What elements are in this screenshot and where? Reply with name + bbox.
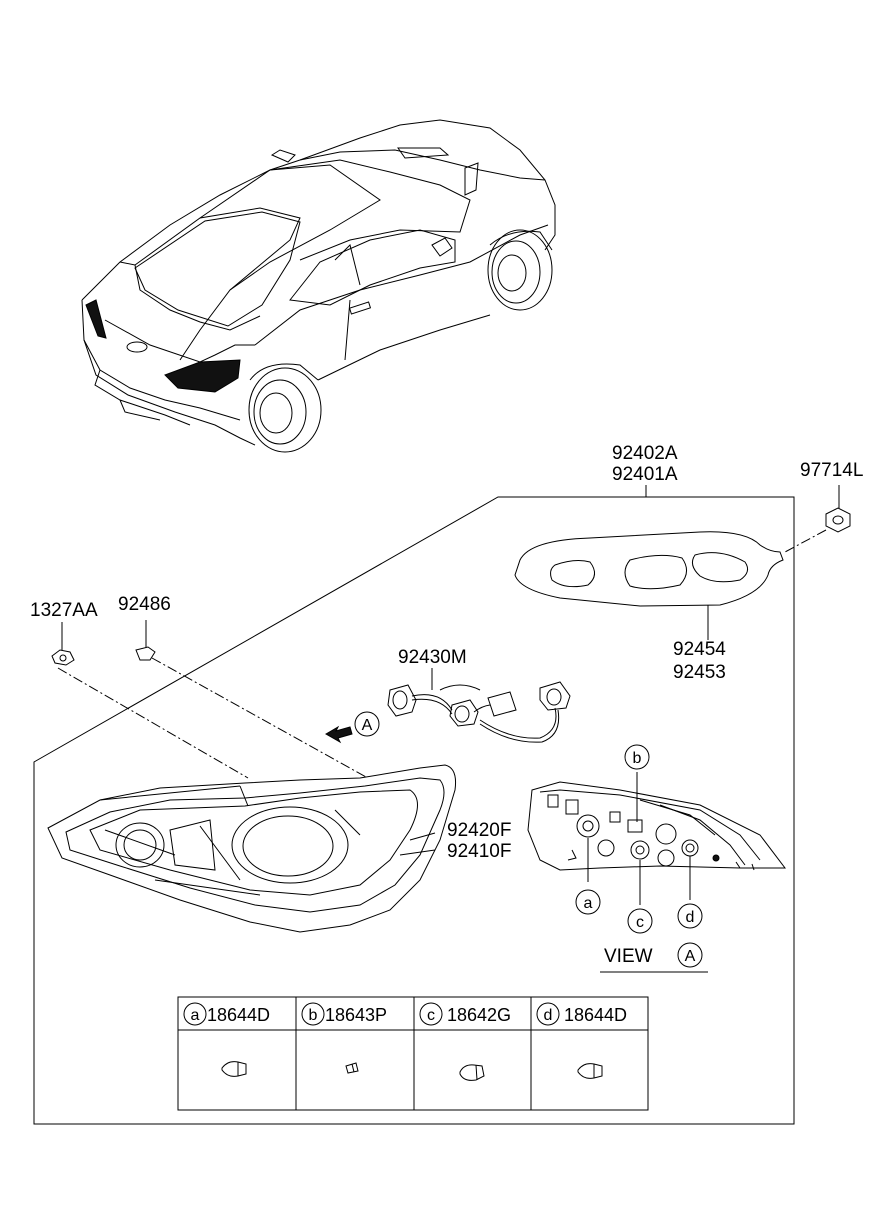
wiring-harness-part	[387, 668, 571, 743]
view-a-illustration	[527, 772, 787, 905]
bulb-d-icon	[577, 1063, 603, 1079]
label-housing-2: 92401A	[612, 464, 678, 485]
nut-part	[784, 485, 851, 553]
bulb-table-cell-c: c 18642G	[419, 1002, 511, 1081]
label-housing-1: 92402A	[612, 443, 678, 464]
car-illustration	[81, 119, 556, 453]
bulb-callouts: b a c d	[575, 744, 703, 934]
view-word: VIEW	[604, 946, 653, 967]
assembly-frame	[33, 485, 795, 1125]
bulb-part-c: 18642G	[447, 1005, 511, 1025]
bulb-letter-c: c	[427, 1007, 435, 1024]
gasket-part	[514, 531, 784, 640]
bulb-table: a 18644D b 18643P c 18642G	[177, 996, 649, 1111]
bulb-letter-b: b	[309, 1007, 318, 1024]
label-lamp-2: 92410F	[447, 841, 511, 862]
label-gasket-2: 92453	[673, 662, 726, 683]
bulb-a-icon	[221, 1061, 247, 1077]
label-screw: 1327AA	[30, 600, 98, 621]
bulb-part-a: 18644D	[207, 1005, 270, 1025]
view-arrow-letter: A	[362, 717, 373, 734]
label-wiring: 92430M	[398, 647, 467, 668]
bulb-table-cell-a: a 18644D	[183, 1002, 270, 1077]
callout-a: a	[584, 895, 593, 912]
bulb-table-cell-b: b 18643P	[301, 1002, 387, 1074]
label-clip: 92486	[118, 594, 171, 615]
label-gasket-1: 92454	[673, 639, 726, 660]
bulb-part-d: 18644D	[564, 1005, 627, 1025]
bulb-letter-d: d	[544, 1007, 553, 1024]
label-nut: 97714L	[800, 460, 863, 481]
clip-part	[135, 620, 376, 783]
bulb-c-icon	[459, 1064, 485, 1081]
view-caption: VIEW A	[600, 942, 708, 973]
callout-d: d	[686, 909, 695, 926]
screw-part	[51, 622, 249, 779]
tail-lamp-part	[47, 764, 456, 933]
callout-b: b	[633, 750, 642, 767]
part-labels: 92402A 92401A 97714L 1327AA 92486 92454 …	[30, 443, 863, 862]
bulb-part-b: 18643P	[325, 1005, 387, 1025]
label-lamp-1: 92420F	[447, 820, 511, 841]
bulb-letter-a: a	[191, 1007, 200, 1024]
callout-c: c	[636, 914, 644, 931]
view-letter: A	[685, 948, 696, 965]
bulb-table-cell-d: d 18644D	[536, 1002, 627, 1079]
bulb-b-icon	[345, 1062, 359, 1074]
view-arrow: A	[325, 711, 380, 744]
